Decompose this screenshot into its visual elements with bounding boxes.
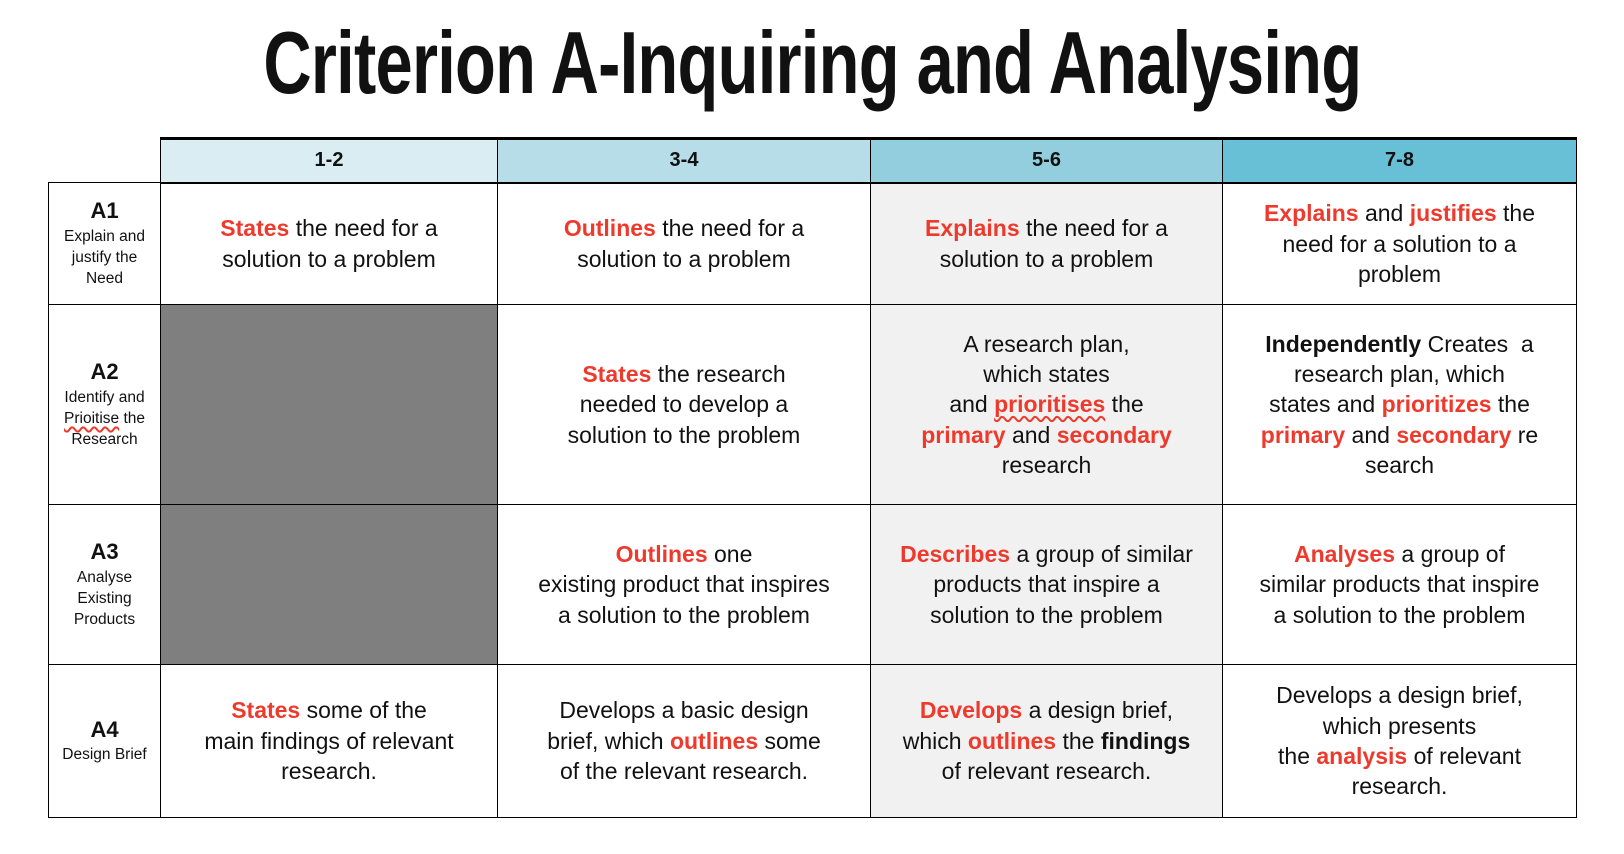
- score-header-row: 1-2 3-4 5-6 7-8: [49, 137, 1577, 184]
- row-label-a3: A3 Analyse Existing Products: [48, 504, 161, 665]
- title-bar: Criterion A-Inquiring and Analysing: [0, 0, 1624, 126]
- score-header-5-6: 5-6: [870, 137, 1223, 184]
- rubric-cell-a3-34: Outlines one existing product that inspi…: [497, 504, 871, 665]
- row-label-a2: A2 Identify and Prioitise the Research: [48, 304, 161, 505]
- criterion-code: A2: [90, 359, 119, 385]
- rubric-cell-a2-12: [160, 304, 498, 505]
- rubric-cell-a3-12: [160, 504, 498, 665]
- criterion-description: Analyse Existing Products: [73, 568, 136, 628]
- row-label-a4: A4 Design Brief: [48, 664, 161, 818]
- rubric-cell-a1-78: Explains and justifies the need for a so…: [1222, 182, 1577, 305]
- rubric-table: 1-2 3-4 5-6 7-8 A1 Explain and justify t…: [48, 137, 1577, 818]
- rubric-cell-a3-78: Analyses a group of similar products tha…: [1222, 504, 1577, 665]
- rubric-row-a4: A4 Design Brief States some of the main …: [48, 664, 1577, 818]
- score-header-3-4: 3-4: [497, 137, 871, 184]
- rubric-cell-a2-78: Independently Creates a research plan, w…: [1222, 304, 1577, 505]
- rubric-cell-a1-34: Outlines the need for a solution to a pr…: [497, 182, 871, 305]
- rubric-cell-a2-34: States the research needed to develop a …: [497, 304, 871, 505]
- score-header-7-8: 7-8: [1222, 137, 1577, 184]
- page-title: Criterion A-Inquiring and Analysing: [263, 13, 1362, 112]
- criterion-code: A1: [90, 198, 119, 224]
- rubric-cell-a1-56: Explains the need for a solution to a pr…: [870, 182, 1223, 305]
- criterion-code: A4: [90, 716, 119, 742]
- rubric-cell-a4-34: Develops a basic design brief, which out…: [497, 664, 871, 818]
- criterion-description: Design Brief: [62, 746, 147, 764]
- rubric-cell-a4-78: Develops a design brief, which presents …: [1222, 664, 1577, 818]
- criterion-description: Identify and Prioitise the Research: [64, 388, 145, 448]
- rubric-cell-a4-12: States some of the main findings of rele…: [160, 664, 498, 818]
- criterion-description: Explain and justify the Need: [63, 227, 145, 287]
- rubric-row-a1: A1 Explain and justify the Need States t…: [48, 182, 1577, 305]
- score-header-1-2: 1-2: [160, 137, 498, 184]
- row-label-a1: A1 Explain and justify the Need: [48, 182, 161, 305]
- rubric-row-a3: A3 Analyse Existing Products Outlines on…: [48, 504, 1577, 665]
- rubric-cell-a2-56: A research plan, which states and priori…: [870, 304, 1223, 505]
- corner-spacer: [49, 139, 161, 183]
- rubric-cell-a4-56: Develops a design brief, which outlines …: [870, 664, 1223, 818]
- rubric-row-a2: A2 Identify and Prioitise the Research S…: [48, 304, 1577, 505]
- criterion-code: A3: [90, 539, 119, 565]
- rubric-cell-a1-12: States the need for a solution to a prob…: [160, 182, 498, 305]
- rubric-cell-a3-56: Describes a group of similar products th…: [870, 504, 1223, 665]
